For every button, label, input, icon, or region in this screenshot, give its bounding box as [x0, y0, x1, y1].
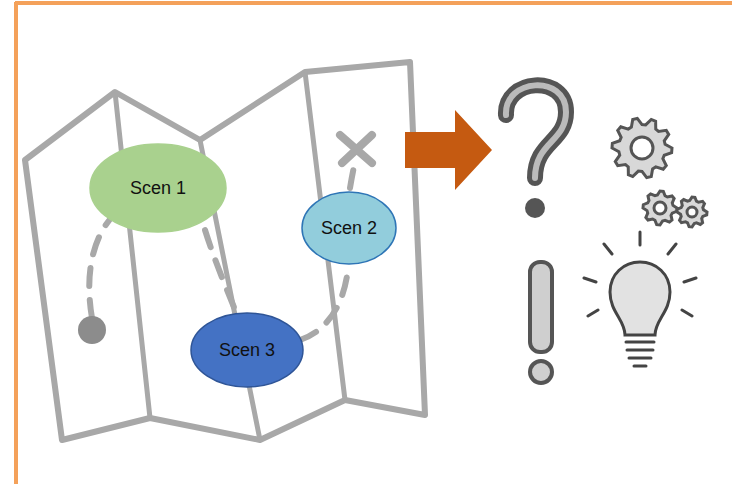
- gear: [612, 118, 672, 177]
- map-start-dot: [78, 316, 106, 344]
- gears-icon: [612, 118, 707, 227]
- question-icon-hatch: [506, 85, 566, 178]
- scenario-label: Scen 3: [219, 340, 275, 361]
- scenario-ellipse: Scen 1: [88, 142, 228, 234]
- gear-hub: [687, 207, 697, 217]
- ellipse-outline: [302, 192, 396, 264]
- gear-outline: [643, 191, 677, 225]
- exclamation-icon: [530, 262, 552, 352]
- scenario-ellipse: Scen 3: [189, 311, 305, 389]
- ellipse-outline: [191, 313, 303, 387]
- exclamation-icon-dot: [530, 361, 552, 383]
- scenario-label: Scen 2: [321, 218, 377, 239]
- gear-hub: [631, 137, 653, 159]
- map-x-mark: [340, 135, 372, 163]
- gear-outline: [677, 197, 707, 227]
- map-outline: [25, 62, 425, 440]
- scenario-label: Scen 1: [130, 178, 186, 199]
- question-icon-dot: [525, 198, 545, 218]
- gear: [643, 191, 677, 225]
- gear-hub: [654, 202, 666, 214]
- scenario-ellipse: Scen 2: [300, 190, 398, 266]
- frame-line: [15, 1, 732, 5]
- map-fold: [115, 72, 345, 440]
- bulb-icon: [584, 232, 696, 366]
- frame-line: [14, 2, 18, 484]
- gear-outline: [612, 118, 672, 177]
- gear: [677, 197, 707, 227]
- block-arrow: [405, 110, 492, 190]
- ellipse-outline: [90, 144, 226, 232]
- question-icon: [506, 85, 566, 178]
